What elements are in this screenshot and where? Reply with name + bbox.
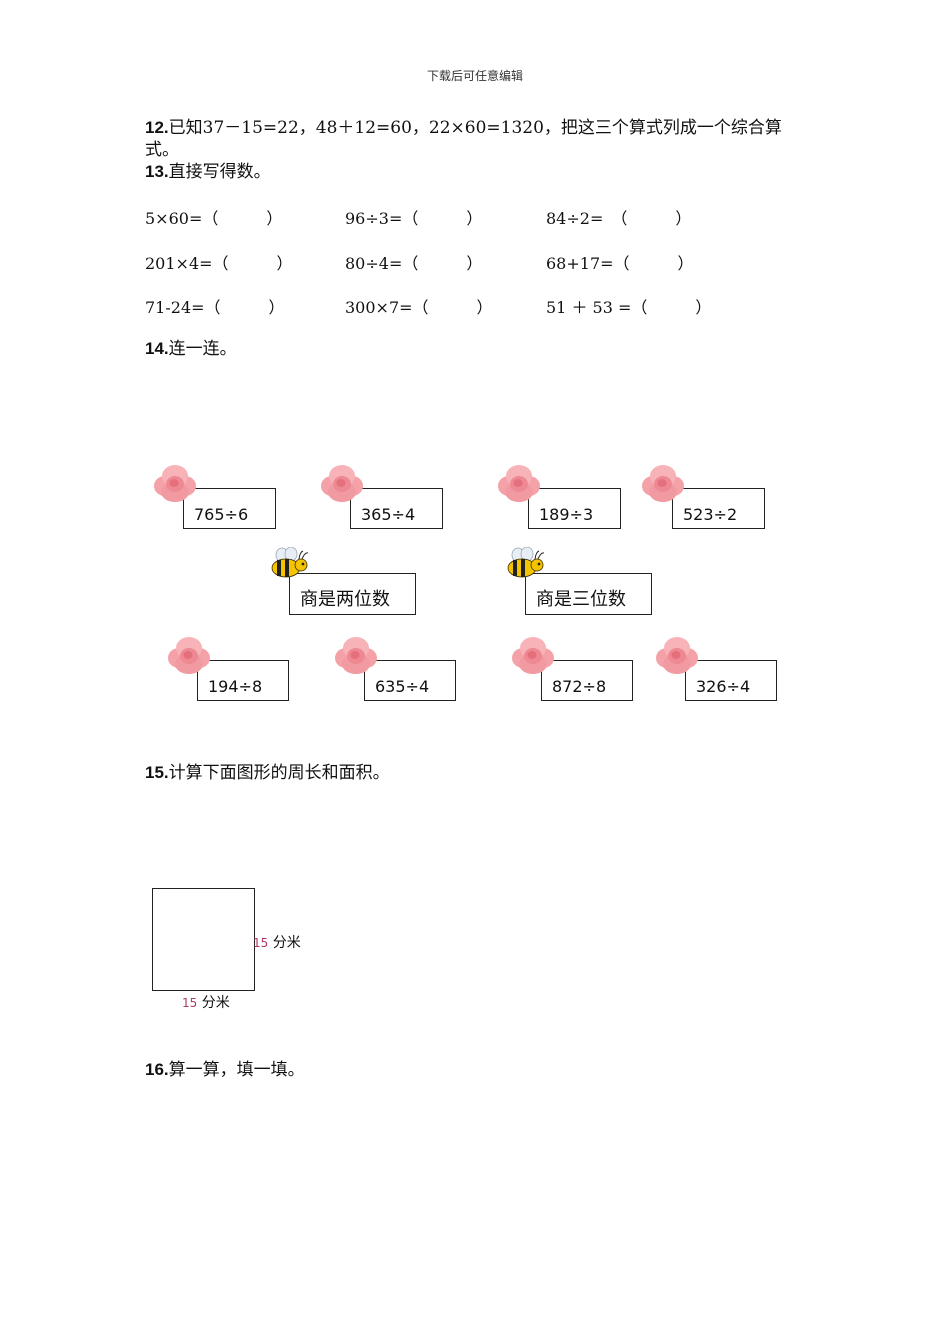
division-box[interactable]: 189÷3	[528, 488, 621, 529]
equation: 84÷2= （ ）	[546, 209, 692, 228]
bee-icon	[271, 547, 309, 578]
question-15: 15.计算下面图形的周长和面积。	[145, 762, 390, 784]
question-15-title: 计算下面图形的周长和面积。	[168, 763, 390, 783]
division-box[interactable]: 765÷6	[183, 488, 276, 529]
division-box[interactable]: 326÷4	[685, 660, 777, 701]
division-box[interactable]: 872÷8	[541, 660, 633, 701]
equation: 300×7=（ ）	[345, 298, 493, 317]
target-box-three-digit[interactable]: 商是三位数	[525, 573, 652, 615]
equation: 71-24=（ ）	[145, 298, 285, 317]
equation: 96÷3=（ ）	[345, 209, 483, 228]
question-13-title: 直接写得数。	[168, 162, 271, 182]
equation: 5×60=（ ）	[145, 209, 283, 228]
side-length-label: 15 分米	[253, 932, 301, 952]
bottom-length-label: 15 分米	[182, 992, 230, 1012]
question-number: 15.	[145, 763, 169, 782]
question-12-line2: 式。	[145, 140, 179, 160]
division-box[interactable]: 194÷8	[197, 660, 289, 701]
side-length-value: 15	[253, 936, 269, 950]
rose-icon	[656, 637, 698, 674]
rose-icon	[168, 637, 210, 674]
bee-icon	[507, 547, 545, 578]
question-14: 14.连一连。	[145, 338, 237, 360]
rose-icon	[321, 465, 363, 502]
question-13: 13.直接写得数。	[145, 161, 271, 183]
question-number: 12.	[145, 118, 169, 137]
equation: 201×4=（ ）	[145, 254, 293, 273]
division-box[interactable]: 635÷4	[364, 660, 456, 701]
square-figure	[152, 888, 255, 991]
rose-icon	[642, 465, 684, 502]
question-12-line1: 已知37－15=22，48＋12=60，22×60=1320，把这三个算式列成一…	[168, 118, 782, 138]
target-box-two-digit[interactable]: 商是两位数	[289, 573, 416, 615]
rose-icon	[498, 465, 540, 502]
division-box[interactable]: 365÷4	[350, 488, 443, 529]
rose-icon	[512, 637, 554, 674]
equation: 80÷4=（ ）	[345, 254, 483, 273]
rose-icon	[154, 465, 196, 502]
rose-icon	[335, 637, 377, 674]
question-14-title: 连一连。	[168, 339, 237, 359]
equation: 51 ＋ 53 =（ ）	[546, 298, 712, 317]
side-length-unit: 分米	[272, 935, 301, 951]
question-number: 16.	[145, 1060, 169, 1079]
question-16: 16.算一算，填一填。	[145, 1059, 305, 1081]
question-number: 14.	[145, 339, 169, 358]
question-16-title: 算一算，填一填。	[168, 1060, 305, 1080]
question-number: 13.	[145, 162, 169, 181]
equation: 68+17=（ ）	[546, 254, 694, 273]
division-box[interactable]: 523÷2	[672, 488, 765, 529]
bottom-length-value: 15	[182, 996, 198, 1010]
page-header: 下载后可任意编辑	[426, 69, 523, 83]
question-12: 12.已知37－15=22，48＋12=60，22×60=1320，把这三个算式…	[145, 117, 782, 139]
bottom-length-unit: 分米	[201, 995, 230, 1011]
